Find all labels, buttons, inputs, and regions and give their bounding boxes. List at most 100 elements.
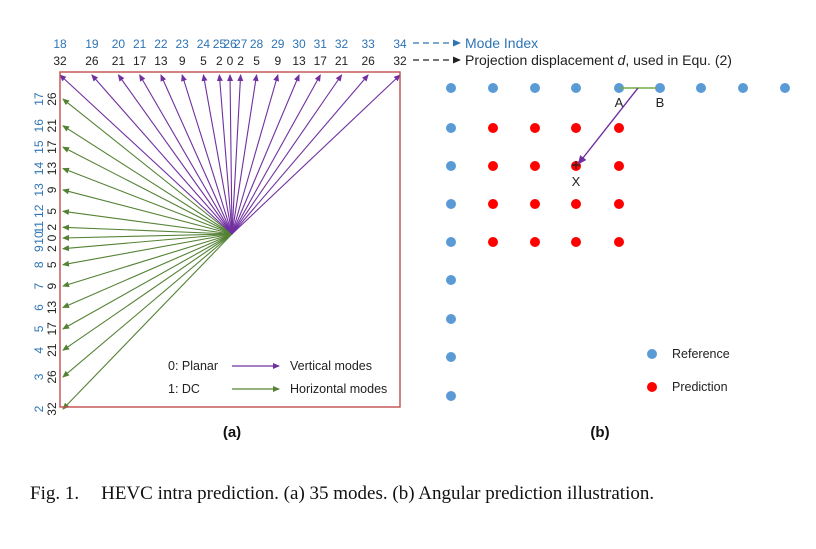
left-mode-index-10: 10	[32, 231, 46, 245]
reference-sample	[530, 83, 540, 93]
point-b-label: B	[656, 95, 665, 110]
left-mode-index-2: 2	[32, 405, 46, 412]
top-displacement: 5	[253, 54, 260, 68]
prediction-sample	[614, 123, 624, 133]
legend-prediction-dot	[647, 382, 657, 392]
horizontal-mode-rays	[62, 98, 233, 410]
left-displacement: 21	[45, 119, 59, 133]
prediction-sample	[571, 199, 581, 209]
horizontal-mode-ray-14	[62, 167, 233, 235]
top-displacement: 17	[314, 54, 328, 68]
vertical-mode-ray-22	[160, 74, 233, 235]
reference-sample	[696, 83, 706, 93]
reference-sample	[446, 391, 456, 401]
left-displacement: 21	[45, 343, 59, 357]
top-mode-index-31: 31	[314, 37, 328, 51]
legend-horizontal: Horizontal modes	[290, 382, 387, 396]
left-displacement: 5	[45, 261, 59, 268]
displacement-label: Projection displacement d, used in Equ. …	[465, 52, 732, 68]
predicted-sample-cross	[572, 161, 580, 169]
top-mode-index-22: 22	[154, 37, 168, 51]
top-displacement: 13	[292, 54, 306, 68]
prediction-sample	[614, 199, 624, 209]
top-displacement: 17	[133, 54, 147, 68]
prediction-sample	[614, 237, 624, 247]
horizontal-mode-ray-12	[62, 209, 233, 235]
vertical-mode-ray-18	[59, 74, 233, 235]
top-displacement: 32	[393, 54, 407, 68]
left-mode-index-17: 17	[32, 92, 46, 106]
vertical-mode-ray-28	[231, 74, 259, 235]
reference-sample	[488, 83, 498, 93]
top-displacement: 2	[216, 54, 223, 68]
legend-planar: 0: Planar	[168, 359, 218, 373]
legend-prediction: Prediction	[672, 380, 728, 394]
left-displacement: 17	[45, 322, 59, 336]
left-mode-index-6: 6	[32, 304, 46, 311]
horizontal-mode-ray-8	[62, 233, 233, 267]
vertical-mode-ray-32	[231, 74, 343, 235]
horizontal-mode-ray-13	[62, 188, 233, 235]
reference-sample	[655, 83, 665, 93]
top-displacement: 9	[274, 54, 281, 68]
top-mode-index-34: 34	[393, 37, 407, 51]
horizontal-mode-ray-10	[62, 233, 233, 241]
horizontal-mode-ray-15	[62, 146, 233, 235]
prediction-sample	[571, 123, 581, 133]
left-mode-index-12: 12	[32, 204, 46, 218]
top-mode-index-19: 19	[85, 37, 99, 51]
legend-vertical: Vertical modes	[290, 359, 372, 373]
left-mode-index-13: 13	[32, 183, 46, 197]
figure-caption: Fig. 1. HEVC intra prediction. (a) 35 mod…	[30, 482, 782, 506]
top-displacement: 21	[335, 54, 349, 68]
prediction-sample	[530, 199, 540, 209]
left-displacement: 9	[45, 186, 59, 193]
top-displacement: 26	[361, 54, 375, 68]
vertical-mode-ray-25	[216, 74, 233, 235]
top-displacement: 9	[179, 54, 186, 68]
top-mode-index-18: 18	[53, 37, 67, 51]
left-mode-index-7: 7	[32, 282, 46, 289]
reference-samples	[446, 83, 790, 401]
caption-label: Fig. 1.	[30, 483, 80, 504]
left-displacement: 32	[45, 402, 59, 416]
reference-sample	[446, 199, 456, 209]
prediction-sample	[530, 123, 540, 133]
reference-sample	[571, 83, 581, 93]
reference-sample	[780, 83, 790, 93]
horizontal-mode-ray-4	[62, 233, 233, 351]
top-mode-index-32: 32	[335, 37, 349, 51]
left-displacement: 5	[45, 208, 59, 215]
reference-sample	[446, 237, 456, 247]
left-displacement: 9	[45, 282, 59, 289]
left-displacement: 26	[45, 92, 59, 106]
vertical-mode-ray-21	[139, 74, 233, 235]
point-a-label: A	[615, 95, 624, 110]
block-border	[59, 71, 401, 408]
left-mode-index-8: 8	[32, 261, 46, 268]
legend-reference: Reference	[672, 347, 730, 361]
top-mode-index-27: 27	[234, 37, 248, 51]
horizontal-mode-ray-9	[62, 233, 233, 252]
left-displacement: 26	[45, 370, 59, 384]
horizontal-mode-ray-3	[62, 233, 233, 378]
vertical-mode-ray-29	[231, 74, 280, 235]
reference-sample	[446, 314, 456, 324]
caption-text: HEVC intra prediction. (a) 35 modes. (b)…	[101, 483, 655, 504]
top-mode-index-20: 20	[112, 37, 126, 51]
reference-sample	[446, 123, 456, 133]
projection-arrow	[577, 87, 639, 165]
top-mode-index-23: 23	[176, 37, 190, 51]
horizontal-mode-ray-16	[62, 125, 233, 235]
top-displacement: 32	[53, 54, 67, 68]
vertical-mode-ray-26	[227, 74, 234, 235]
top-displacement: 0	[227, 54, 234, 68]
panel-a-label: (a)	[223, 424, 241, 441]
reference-sample	[738, 83, 748, 93]
vertical-mode-ray-23	[181, 74, 233, 235]
left-displacement: 0	[45, 234, 59, 241]
prediction-sample	[488, 161, 498, 171]
